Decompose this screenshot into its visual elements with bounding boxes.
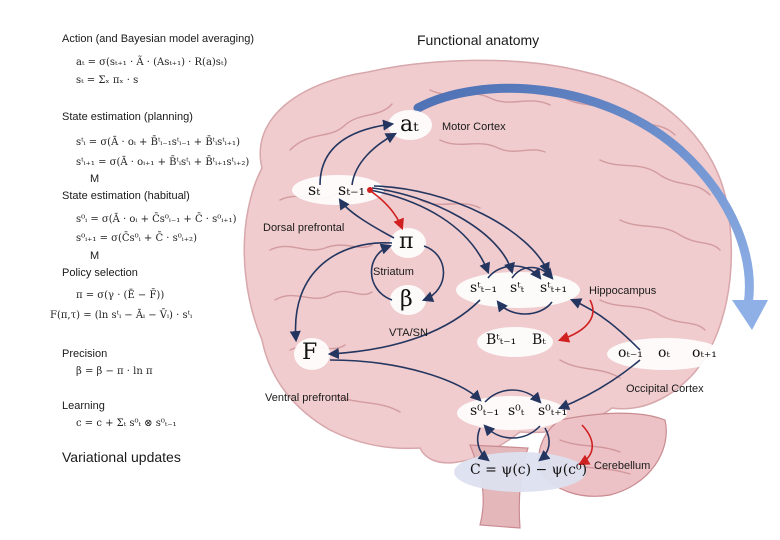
arrow-spi-top-link-2	[511, 266, 554, 280]
red-dot	[367, 187, 373, 193]
habitual-equation-2: s⁰ᵢ₊₁ = σ(C̄s⁰ᵢ + C̄ · s⁰ᵢ₊₂)	[76, 233, 197, 244]
cerebellum-node-ellipse	[454, 452, 586, 492]
cerebellum-label: Cerebellum	[594, 460, 651, 472]
vta-sn-label: VTA/SN	[389, 327, 428, 339]
red-arrow-dorsal	[371, 191, 404, 231]
ventral-prefrontal-label: Ventral prefrontal	[265, 392, 349, 404]
arrow-stm1-to-spi	[369, 189, 491, 275]
node-s-pi-minus: sᵗₜ₋₁	[470, 280, 498, 296]
planning-equation-2: sᵗᵢ₊₁ = σ(Ā · oᵢ₊₁ + B̄ᵗᵢsᵗᵢ + B̄ᵗᵢ₊₁sᵗᵢ…	[76, 157, 250, 168]
learning-equation: c = c + Σₜ s⁰ₜ ⊗ s⁰ₜ₋₁	[76, 418, 177, 429]
dorsal-prefrontal-label: Dorsal prefrontal	[263, 222, 345, 234]
node-s0-plus: s⁰ₜ₊₁	[538, 403, 568, 419]
arrow-pi-beta-loop-right	[421, 245, 445, 302]
arrow-s0-bottom-link	[483, 424, 541, 439]
node-s-t: sₜ	[308, 180, 321, 199]
precision-heading: Precision	[62, 348, 108, 360]
occipital-cortex-label: Occipital Cortex	[626, 383, 704, 395]
action-heading: Action (and Bayesian model averaging)	[62, 33, 255, 45]
arrow-stm1-to-at	[351, 132, 397, 186]
node-o-t: oₜ	[658, 345, 670, 361]
policy-equation-1: π = σ(γ · (Ē − F̄))	[76, 290, 165, 301]
arrow-o-to-s0	[557, 359, 641, 410]
node-C-equation: C = ψ(c) − ψ(c⁰)	[470, 462, 588, 478]
node-s-pi: sᵗₜ	[510, 280, 525, 296]
variational-updates-heading: Variational updates	[62, 449, 181, 465]
arrow-stm1-to-spi-plus	[373, 185, 550, 275]
state-habitual-heading: State estimation (habitual)	[62, 190, 190, 202]
precision-equation: β = β − π · ln π	[76, 366, 153, 377]
node-o-plus: oₜ₊₁	[692, 345, 717, 361]
arrow-pi-beta-loop-left	[370, 243, 393, 301]
node-backgrounds	[292, 110, 723, 430]
node-s-t-minus-1: sₜ₋₁	[338, 180, 366, 199]
m-label-1: M	[90, 173, 100, 185]
big-blue-arrowhead	[732, 300, 768, 330]
connection-arrows	[289, 119, 641, 462]
node-s-pi-plus: sᵗₜ₊₁	[540, 280, 568, 296]
node-s0-minus: s⁰ₜ₋₁	[470, 403, 500, 419]
arrow-pi-to-st	[338, 198, 395, 239]
node-s0: s⁰ₜ	[508, 403, 525, 419]
red-arrow-hippocampus	[557, 299, 594, 343]
node-o-minus: oₜ₋₁	[618, 345, 643, 361]
arrow-stm1-to-spi-mid	[371, 187, 515, 275]
arrow-spi-to-F	[327, 299, 481, 360]
arrow-F-to-s0	[329, 359, 482, 402]
node-a-t: aₜ	[400, 112, 419, 137]
node-B-pi-minus: Bᵗₜ₋₁	[486, 332, 517, 348]
striatum-label: Striatum	[373, 266, 414, 278]
red-arrows	[371, 191, 594, 466]
functional-anatomy-heading: Functional anatomy	[417, 32, 540, 48]
node-beta: β	[400, 287, 413, 312]
action-equation-1: aₜ = σ(sₜ₊₁ · Ã · (Asₜ₊₁) · R(a)sₜ)	[76, 57, 228, 68]
m-label-2: M	[90, 250, 100, 262]
habitual-equation-1: s⁰ᵢ = σ(Ā · oᵢ + C̄s⁰ᵢ₋₁ + C̄ · s⁰ᵢ₊₁)	[76, 214, 237, 225]
action-equation-2: sₜ = Σₓ πₓ · s	[76, 75, 139, 86]
arrow-o-to-spi	[569, 298, 641, 351]
motor-cortex-label: Motor Cortex	[442, 121, 506, 133]
arrow-pi-to-F-loop	[289, 242, 393, 343]
arrow-st-to-at	[319, 119, 395, 186]
state-planning-heading: State estimation (planning)	[62, 111, 193, 123]
arrow-s0-to-C-right	[538, 427, 551, 462]
red-arrow-cerebellum	[578, 424, 594, 466]
planning-equation-1: sᵗᵢ = σ(Ā · oᵢ + B̄ᵗᵢ₋₁sᵗᵢ₋₁ + B̄ᵗᵢsᵗᵢ₊₁…	[76, 137, 240, 148]
big-blue-arrow	[413, 83, 754, 310]
arrow-s0-top-link	[484, 389, 542, 404]
policy-equation-2: F(π,τ) = (ln sᵗᵢ − Āᵢ − V̄ᵢ) · sᵗᵢ	[50, 310, 193, 321]
node-F: F	[302, 340, 318, 365]
hippocampus-label: Hippocampus	[589, 285, 657, 297]
arrow-s0-to-C-left	[476, 427, 490, 462]
node-B-t: Bₜ	[532, 332, 546, 348]
policy-selection-heading: Policy selection	[62, 267, 138, 279]
arrow-spi-top-link	[487, 265, 542, 280]
learning-heading: Learning	[62, 400, 105, 412]
node-pi: π	[399, 229, 414, 254]
arrow-spi-bottom-link	[496, 300, 553, 315]
